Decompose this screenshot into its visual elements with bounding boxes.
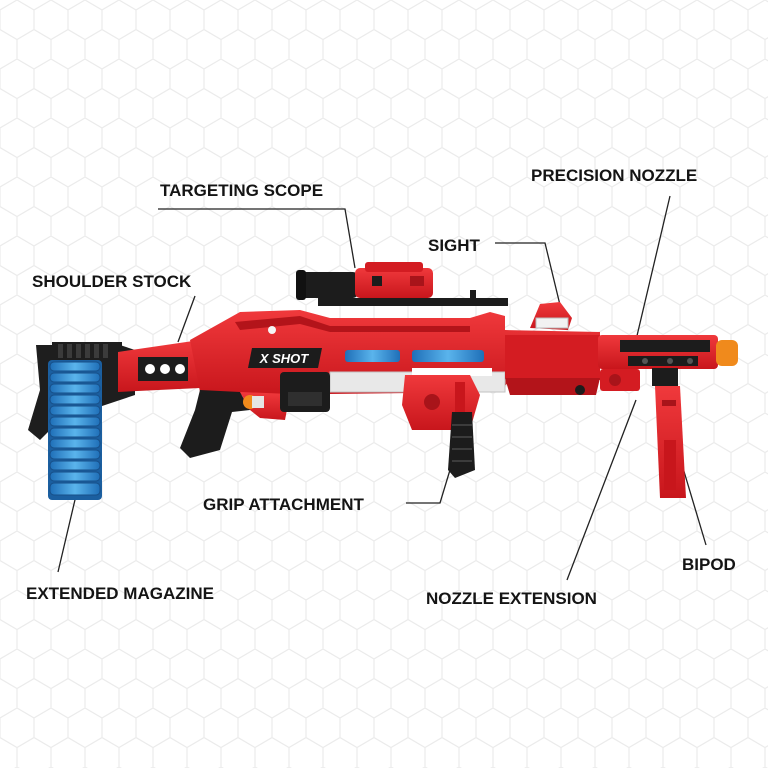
label-shoulder-stock: SHOULDER STOCK bbox=[32, 272, 192, 291]
leader-line-nozzle-extension bbox=[566, 399, 637, 581]
leader-line-targeting-scope bbox=[158, 208, 356, 269]
grip-attachment bbox=[448, 412, 475, 478]
label-bipod: BIPOD bbox=[682, 555, 736, 574]
targeting-scope bbox=[296, 262, 433, 300]
label-grip-attachment: GRIP ATTACHMENT bbox=[203, 495, 364, 514]
leader-line-shoulder-stock bbox=[177, 295, 196, 343]
extended-magazine bbox=[48, 360, 102, 500]
orange-muzzle-tip bbox=[716, 340, 738, 366]
leader-line-precision-nozzle bbox=[635, 195, 671, 341]
label-precision-nozzle: PRECISION NOZZLE bbox=[531, 166, 697, 185]
nozzle-extension bbox=[600, 369, 640, 391]
blue-accent-2 bbox=[412, 350, 484, 362]
blaster: X SHOT bbox=[28, 262, 738, 500]
sight bbox=[530, 302, 572, 330]
label-sight: SIGHT bbox=[428, 236, 481, 255]
scope-rail bbox=[318, 298, 508, 306]
brand-logo: X SHOT bbox=[248, 348, 322, 368]
precision-nozzle bbox=[598, 335, 718, 369]
brand-logo-text: X SHOT bbox=[259, 351, 309, 366]
label-extended-magazine: EXTENDED MAGAZINE bbox=[26, 584, 214, 603]
bipod bbox=[652, 368, 686, 498]
label-targeting-scope: TARGETING SCOPE bbox=[160, 181, 323, 200]
leader-line-grip bbox=[406, 459, 454, 504]
handle bbox=[180, 372, 330, 458]
leader-line-sight bbox=[495, 242, 561, 306]
label-nozzle-extension: NOZZLE EXTENSION bbox=[426, 589, 597, 608]
blue-accent-1 bbox=[345, 350, 400, 362]
